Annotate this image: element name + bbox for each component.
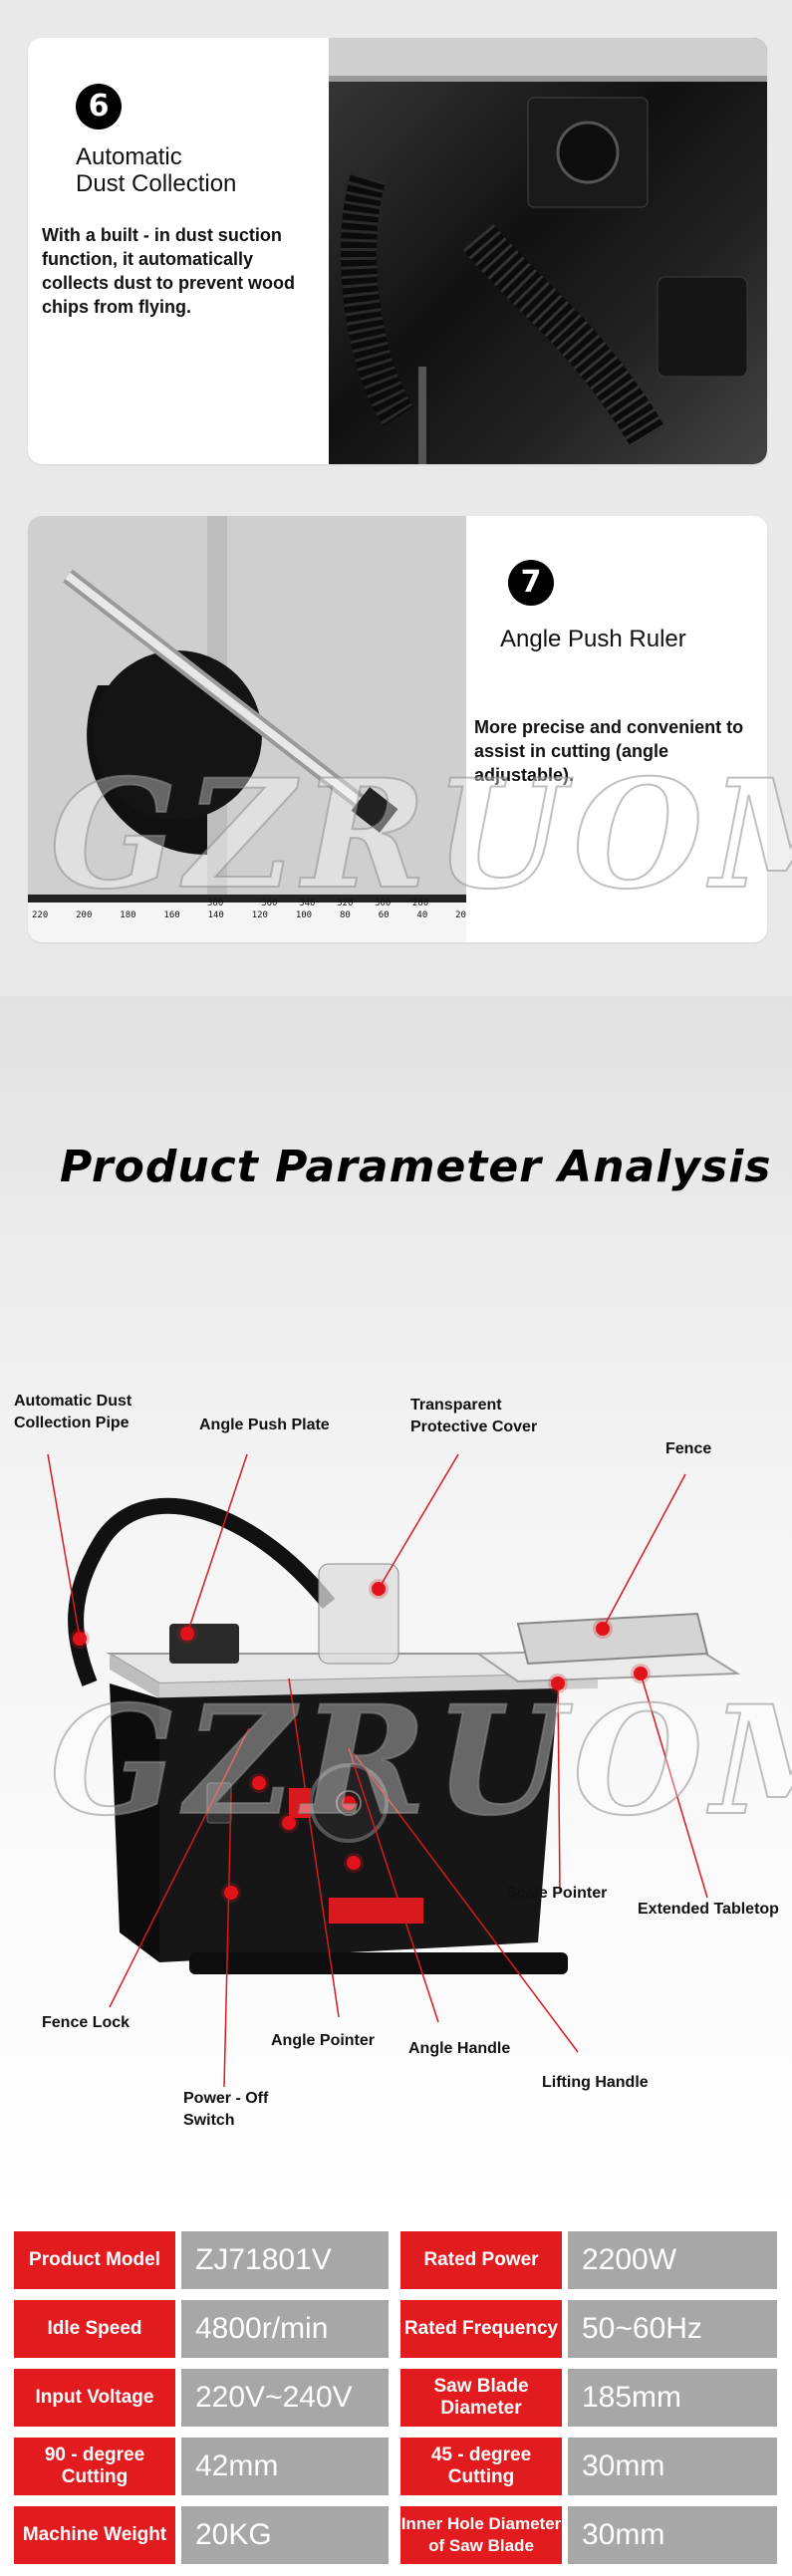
ruler-label: 160: [163, 910, 180, 920]
spec-value: 20KG: [181, 2506, 389, 2564]
spec-row: Machine Weight 20KG Inner Hole Diameter …: [14, 2506, 781, 2564]
ruler-label: 380: [207, 899, 224, 908]
feature-title-line2: Dust Collection: [76, 170, 237, 197]
watermark: GZRUOMU: [49, 1673, 792, 1850]
callout-dot: [342, 1796, 356, 1810]
callout-dot: [224, 1886, 238, 1900]
ruler-scale-bottom: 220 200 180 160 140 120 100 80 60 40 20: [32, 910, 466, 920]
callout-angle-handle: Angle Handle: [408, 2040, 511, 2057]
ruler-label: 340: [299, 899, 316, 908]
spec-label: Inner Hole Diameter of Saw Blade: [400, 2506, 562, 2564]
ruler-scale-top: 380 360 340 320 300 280: [207, 899, 466, 908]
callout-dot: [596, 1622, 610, 1636]
spec-label: Input Voltage: [14, 2369, 175, 2427]
feature-title: Automatic Dust Collection: [76, 143, 236, 197]
spec-value: 30mm: [568, 2438, 777, 2495]
spec-label: Rated Power: [400, 2231, 562, 2289]
ruler-label: 140: [207, 910, 224, 920]
callout-dot: [180, 1627, 194, 1641]
feature-description: With a built - in dust suction function,…: [42, 225, 296, 317]
ruler-label: 40: [416, 910, 428, 920]
callout-power-switch: Power - Off Switch: [183, 2090, 269, 2129]
ruler-label: 100: [295, 910, 313, 920]
spec-value: 185mm: [568, 2369, 777, 2427]
spec-row: 90 - degree Cutting 42mm 45 - degree Cut…: [14, 2438, 781, 2495]
push-ruler-photo: 380 360 340 320 300 280 220 200 180 160 …: [28, 516, 466, 942]
feature-card-push-ruler: 380 360 340 320 300 280 220 200 180 160 …: [28, 516, 767, 942]
spec-row: Input Voltage 220V~240V Saw Blade Diamet…: [14, 2369, 781, 2427]
spec-label: Idle Speed: [14, 2300, 175, 2358]
callout-lines: [47, 1453, 708, 2088]
spec-row: Product Model ZJ71801V Rated Power 2200W: [14, 2231, 781, 2289]
callout-dot: [372, 1582, 386, 1596]
callout-fence: Fence: [665, 1440, 712, 1457]
spec-value: 4800r/min: [181, 2300, 389, 2358]
spec-value: 50~60Hz: [568, 2300, 777, 2358]
feature-title-line1: Automatic: [76, 143, 182, 170]
callout-fence-lock: Fence Lock: [42, 2014, 131, 2031]
ruler-label: 280: [412, 899, 429, 908]
spec-label: Rated Frequency: [400, 2300, 562, 2358]
callout-push-plate: Angle Push Plate: [199, 1417, 330, 1433]
feature-title: Angle Push Ruler: [500, 626, 686, 652]
callout-dot: [73, 1632, 87, 1646]
spec-label: 45 - degree Cutting: [400, 2438, 562, 2495]
spec-label: Machine Weight: [14, 2506, 175, 2564]
callout-lifting-handle: Lifting Handle: [542, 2074, 649, 2091]
ruler-label: 220: [32, 910, 49, 920]
spec-rows: Product Model ZJ71801V Rated Power 2200W…: [14, 2231, 781, 2564]
spec-label: Product Model: [14, 2231, 175, 2289]
spec-label: 90 - degree Cutting: [14, 2438, 175, 2495]
callout-dot: [282, 1816, 296, 1830]
ruler-label: 200: [76, 910, 93, 920]
ruler-label: 180: [120, 910, 136, 920]
spec-value: 30mm: [568, 2506, 777, 2564]
callout-dot: [551, 1676, 565, 1690]
ruler-label: 300: [375, 899, 392, 908]
spec-label: Saw Blade Diameter: [400, 2369, 562, 2427]
ruler-label: 80: [339, 910, 351, 920]
callout-protective-cover: Transparent Protective Cover: [410, 1397, 538, 1435]
ruler-label: 120: [251, 910, 268, 920]
callout-dot: [347, 1856, 361, 1870]
feature-card-dust: 6 Automatic Dust Collection With a built…: [28, 38, 767, 464]
spec-value: 2200W: [568, 2231, 777, 2289]
spec-value: 220V~240V: [181, 2369, 389, 2427]
spec-row: Idle Speed 4800r/min Rated Frequency 50~…: [14, 2300, 781, 2358]
callout-dot: [634, 1667, 648, 1680]
analysis-title: Product Parameter Analysis: [60, 1142, 772, 1192]
ruler-label: 360: [261, 899, 278, 908]
dust-hose-illustration: [329, 38, 767, 464]
callout-dust-pipe: Automatic Dust Collection Pipe: [14, 1393, 132, 1431]
callout-scale-pointer: Scale Pointer: [506, 1885, 608, 1902]
spec-value: ZJ71801V: [181, 2231, 389, 2289]
callout-extended-tabletop: Extended Tabletop: [638, 1901, 779, 1918]
ruler-label: 60: [378, 910, 390, 920]
watermark: GZRUOMU: [49, 746, 792, 923]
ruler-label: 320: [337, 899, 354, 908]
feature-number-badge: 7: [508, 560, 554, 606]
callout-dot: [252, 1776, 266, 1790]
feature-number-badge: 6: [76, 84, 122, 129]
ruler-label: 20: [455, 910, 466, 920]
callout-angle-pointer: Angle Pointer: [271, 2032, 376, 2049]
spec-value: 42mm: [181, 2438, 389, 2495]
push-ruler-illustration: [28, 516, 466, 942]
dust-collection-photo: [329, 38, 767, 464]
feature-description: More precise and convenient to assist in…: [474, 717, 744, 785]
